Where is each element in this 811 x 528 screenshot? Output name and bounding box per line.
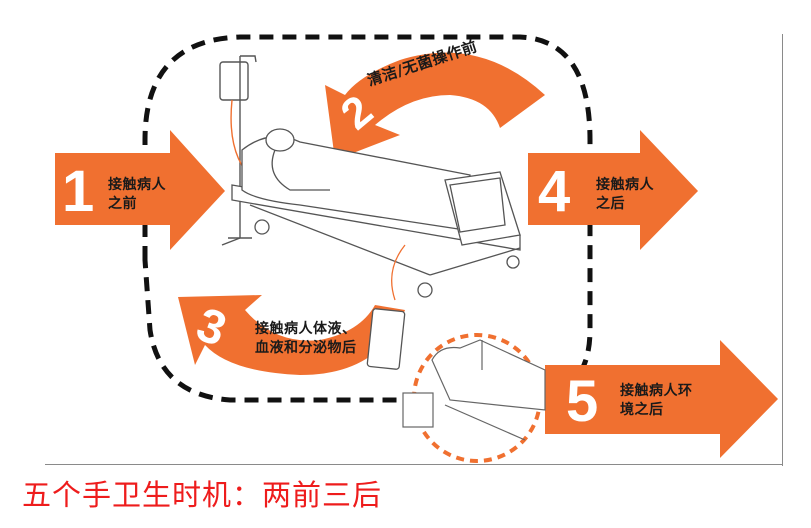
moment-3-label-line1: 接触病人体液、 [255, 321, 357, 337]
moment-4-label: 接触病人 之后 [596, 176, 654, 214]
moment-1-label-line1: 接触病人 [108, 177, 166, 193]
moment-5-label: 接触病人环 境之后 [620, 382, 693, 420]
moment-5-number: 5 [566, 369, 599, 434]
patient-zone-boundary [142, 34, 593, 403]
frame-border-bottom [45, 464, 783, 465]
moment-5-label-line1: 接触病人环 [620, 383, 693, 399]
moment-1-label-line2: 之前 [108, 196, 137, 212]
drainage-bag-illustration [366, 244, 406, 370]
diagram-caption: 五个手卫生时机：两前三后 [22, 478, 383, 512]
patient-bed-illustration [231, 128, 521, 298]
moment-3-label: 接触病人体液、 血液和分泌物后 [255, 320, 357, 358]
moment-4-number: 4 [538, 159, 571, 224]
moment-4-label-line2: 之后 [596, 196, 625, 212]
frame-border-right [782, 34, 783, 466]
moment-2-arrow [325, 52, 545, 160]
patient-environment-illustration [402, 339, 546, 441]
moment-3-label-line2: 血液和分泌物后 [255, 340, 357, 356]
moment-4-label-line1: 接触病人 [596, 177, 654, 193]
moment-1-label: 接触病人 之前 [108, 176, 166, 214]
moment-1-arrow [55, 130, 225, 250]
moment-1-number: 1 [62, 159, 95, 224]
moment-4-arrow [528, 130, 698, 250]
moment-5-arrow [545, 340, 778, 458]
iv-drip-stand-illustration [219, 55, 301, 246]
moment-3-arrow [178, 295, 405, 375]
moment-5-label-line2: 境之后 [620, 402, 664, 418]
